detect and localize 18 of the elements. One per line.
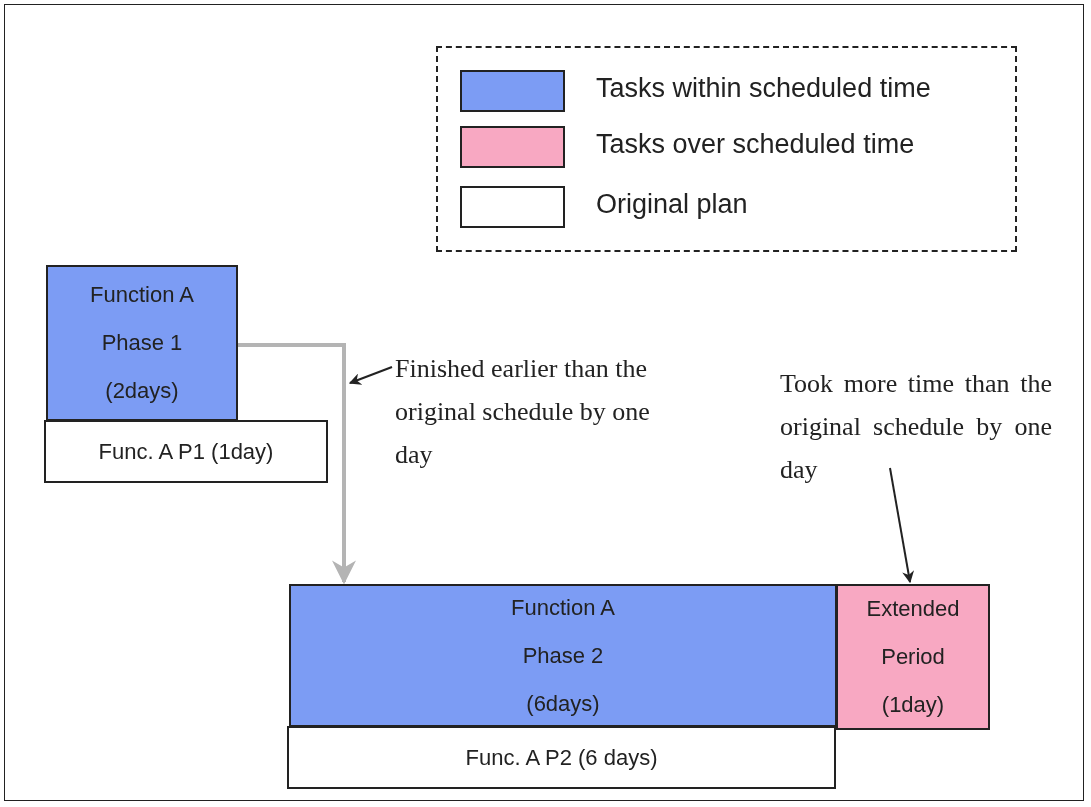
legend-label: Tasks within scheduled time xyxy=(596,73,931,104)
task-bar xyxy=(46,265,238,421)
task-bar xyxy=(289,584,837,727)
plan-bar xyxy=(287,726,836,789)
pointer-arrow xyxy=(348,366,393,385)
legend-label: Tasks over scheduled time xyxy=(596,129,915,160)
annotation-text: Took more time than the original schedule by one day xyxy=(780,362,1052,491)
bar-label: Extended Period (1day) xyxy=(865,595,961,719)
connector-arrow xyxy=(238,343,356,585)
bar-label: Func. A P2 (6 days) xyxy=(465,744,658,771)
bar-label: Function A Phase 2 (6days) xyxy=(510,593,616,718)
legend-label: Original plan xyxy=(596,189,748,220)
pointer-arrow xyxy=(889,467,915,584)
bar-label: Func. A P1 (1day) xyxy=(98,438,274,465)
annotation-text: Finished earlier than the original schedule by one day xyxy=(395,347,680,476)
bar-label: Function A Phase 1 (2days) xyxy=(89,281,195,405)
overrun-bar xyxy=(836,584,990,730)
plan-bar xyxy=(44,420,328,483)
